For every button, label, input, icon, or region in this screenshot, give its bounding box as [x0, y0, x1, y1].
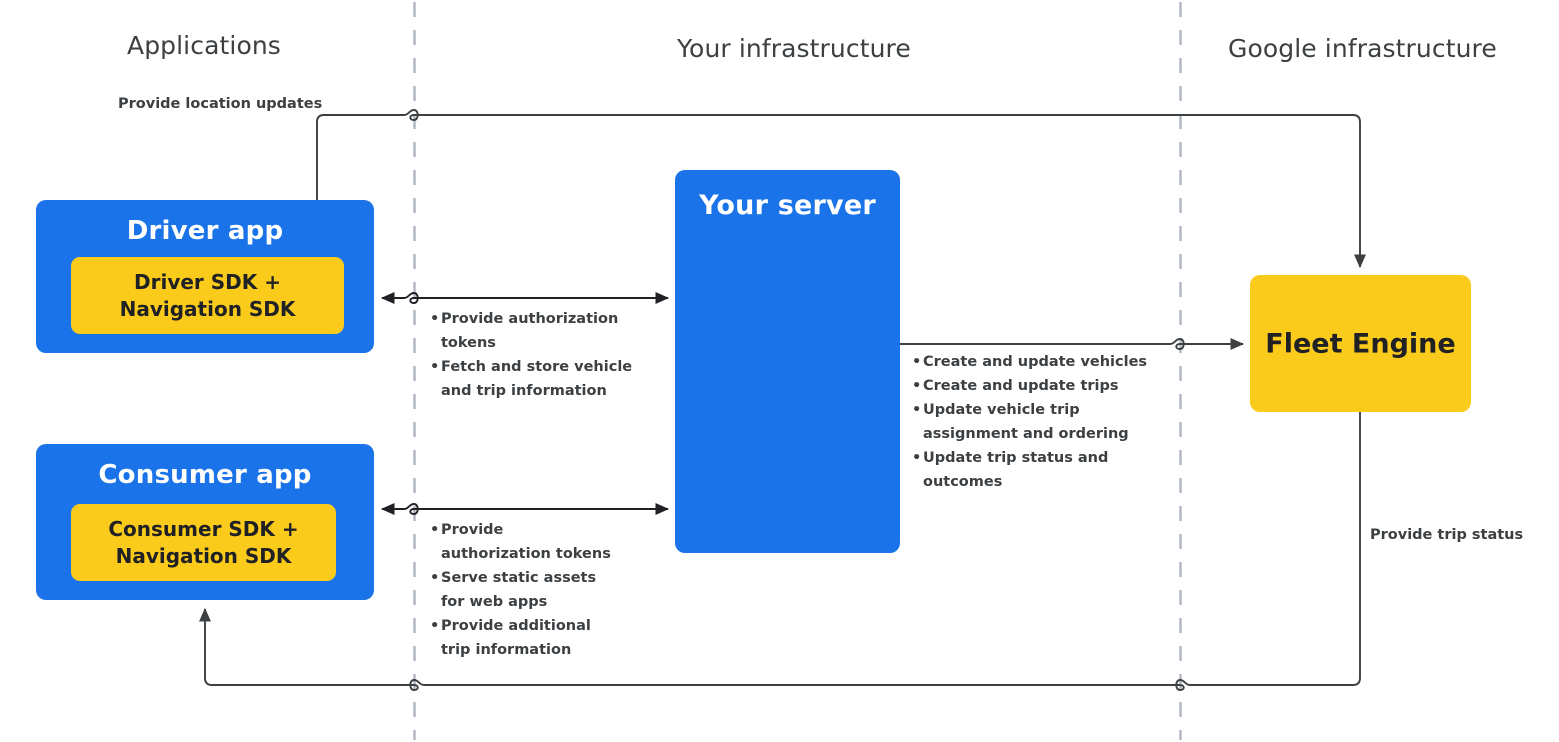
bullet-item: Serve static assets for web apps	[430, 567, 615, 615]
bullet-item: Create and update trips	[912, 375, 1160, 399]
zone-title-google-infrastructure: Google infrastructure	[1228, 34, 1497, 63]
fleet-engine-title: Fleet Engine	[1265, 328, 1456, 359]
node-your-server[interactable]: Your server	[675, 170, 900, 553]
bullet-item: Create and update vehicles	[912, 351, 1160, 375]
bullets-driver-server: Provide authorization tokens Fetch and s…	[430, 308, 655, 404]
bullet-item: Update trip status and outcomes	[912, 447, 1160, 495]
bullet-item: Provide authorization tokens	[430, 519, 615, 567]
label-provide-location-updates: Provide location updates	[118, 96, 323, 112]
bullets-consumer-server: Provide authorization tokens Serve stati…	[430, 519, 615, 663]
node-fleet-engine[interactable]: Fleet Engine	[1250, 275, 1471, 412]
node-driver-sdk[interactable]: Driver SDK + Navigation SDK	[71, 257, 344, 334]
node-driver-app[interactable]: Driver app Driver SDK + Navigation SDK	[36, 200, 374, 353]
consumer-sdk-label: Consumer SDK + Navigation SDK	[108, 517, 299, 568]
connector-driver-server	[380, 291, 670, 305]
zone-title-your-infrastructure: Your infrastructure	[677, 34, 911, 63]
driver-app-title: Driver app	[126, 216, 284, 246]
zone-title-applications: Applications	[127, 31, 281, 60]
bullet-item: Fetch and store vehicle and trip informa…	[430, 356, 655, 404]
bullet-item: Update vehicle trip assignment and order…	[912, 399, 1160, 447]
node-consumer-app[interactable]: Consumer app Consumer SDK + Navigation S…	[36, 444, 374, 600]
bullets-server-fleet-engine: Create and update vehicles Create and up…	[912, 351, 1160, 495]
bullet-item: Provide additional trip information	[430, 615, 615, 663]
driver-sdk-label: Driver SDK + Navigation SDK	[119, 270, 296, 321]
label-provide-trip-status: Provide trip status	[1370, 527, 1524, 543]
node-consumer-sdk[interactable]: Consumer SDK + Navigation SDK	[71, 504, 336, 581]
your-server-title: Your server	[699, 190, 876, 221]
consumer-app-title: Consumer app	[98, 460, 312, 490]
connector-server-fleet-engine	[900, 337, 1245, 351]
connector-consumer-server	[380, 502, 670, 516]
bullet-item: Provide authorization tokens	[430, 308, 655, 356]
